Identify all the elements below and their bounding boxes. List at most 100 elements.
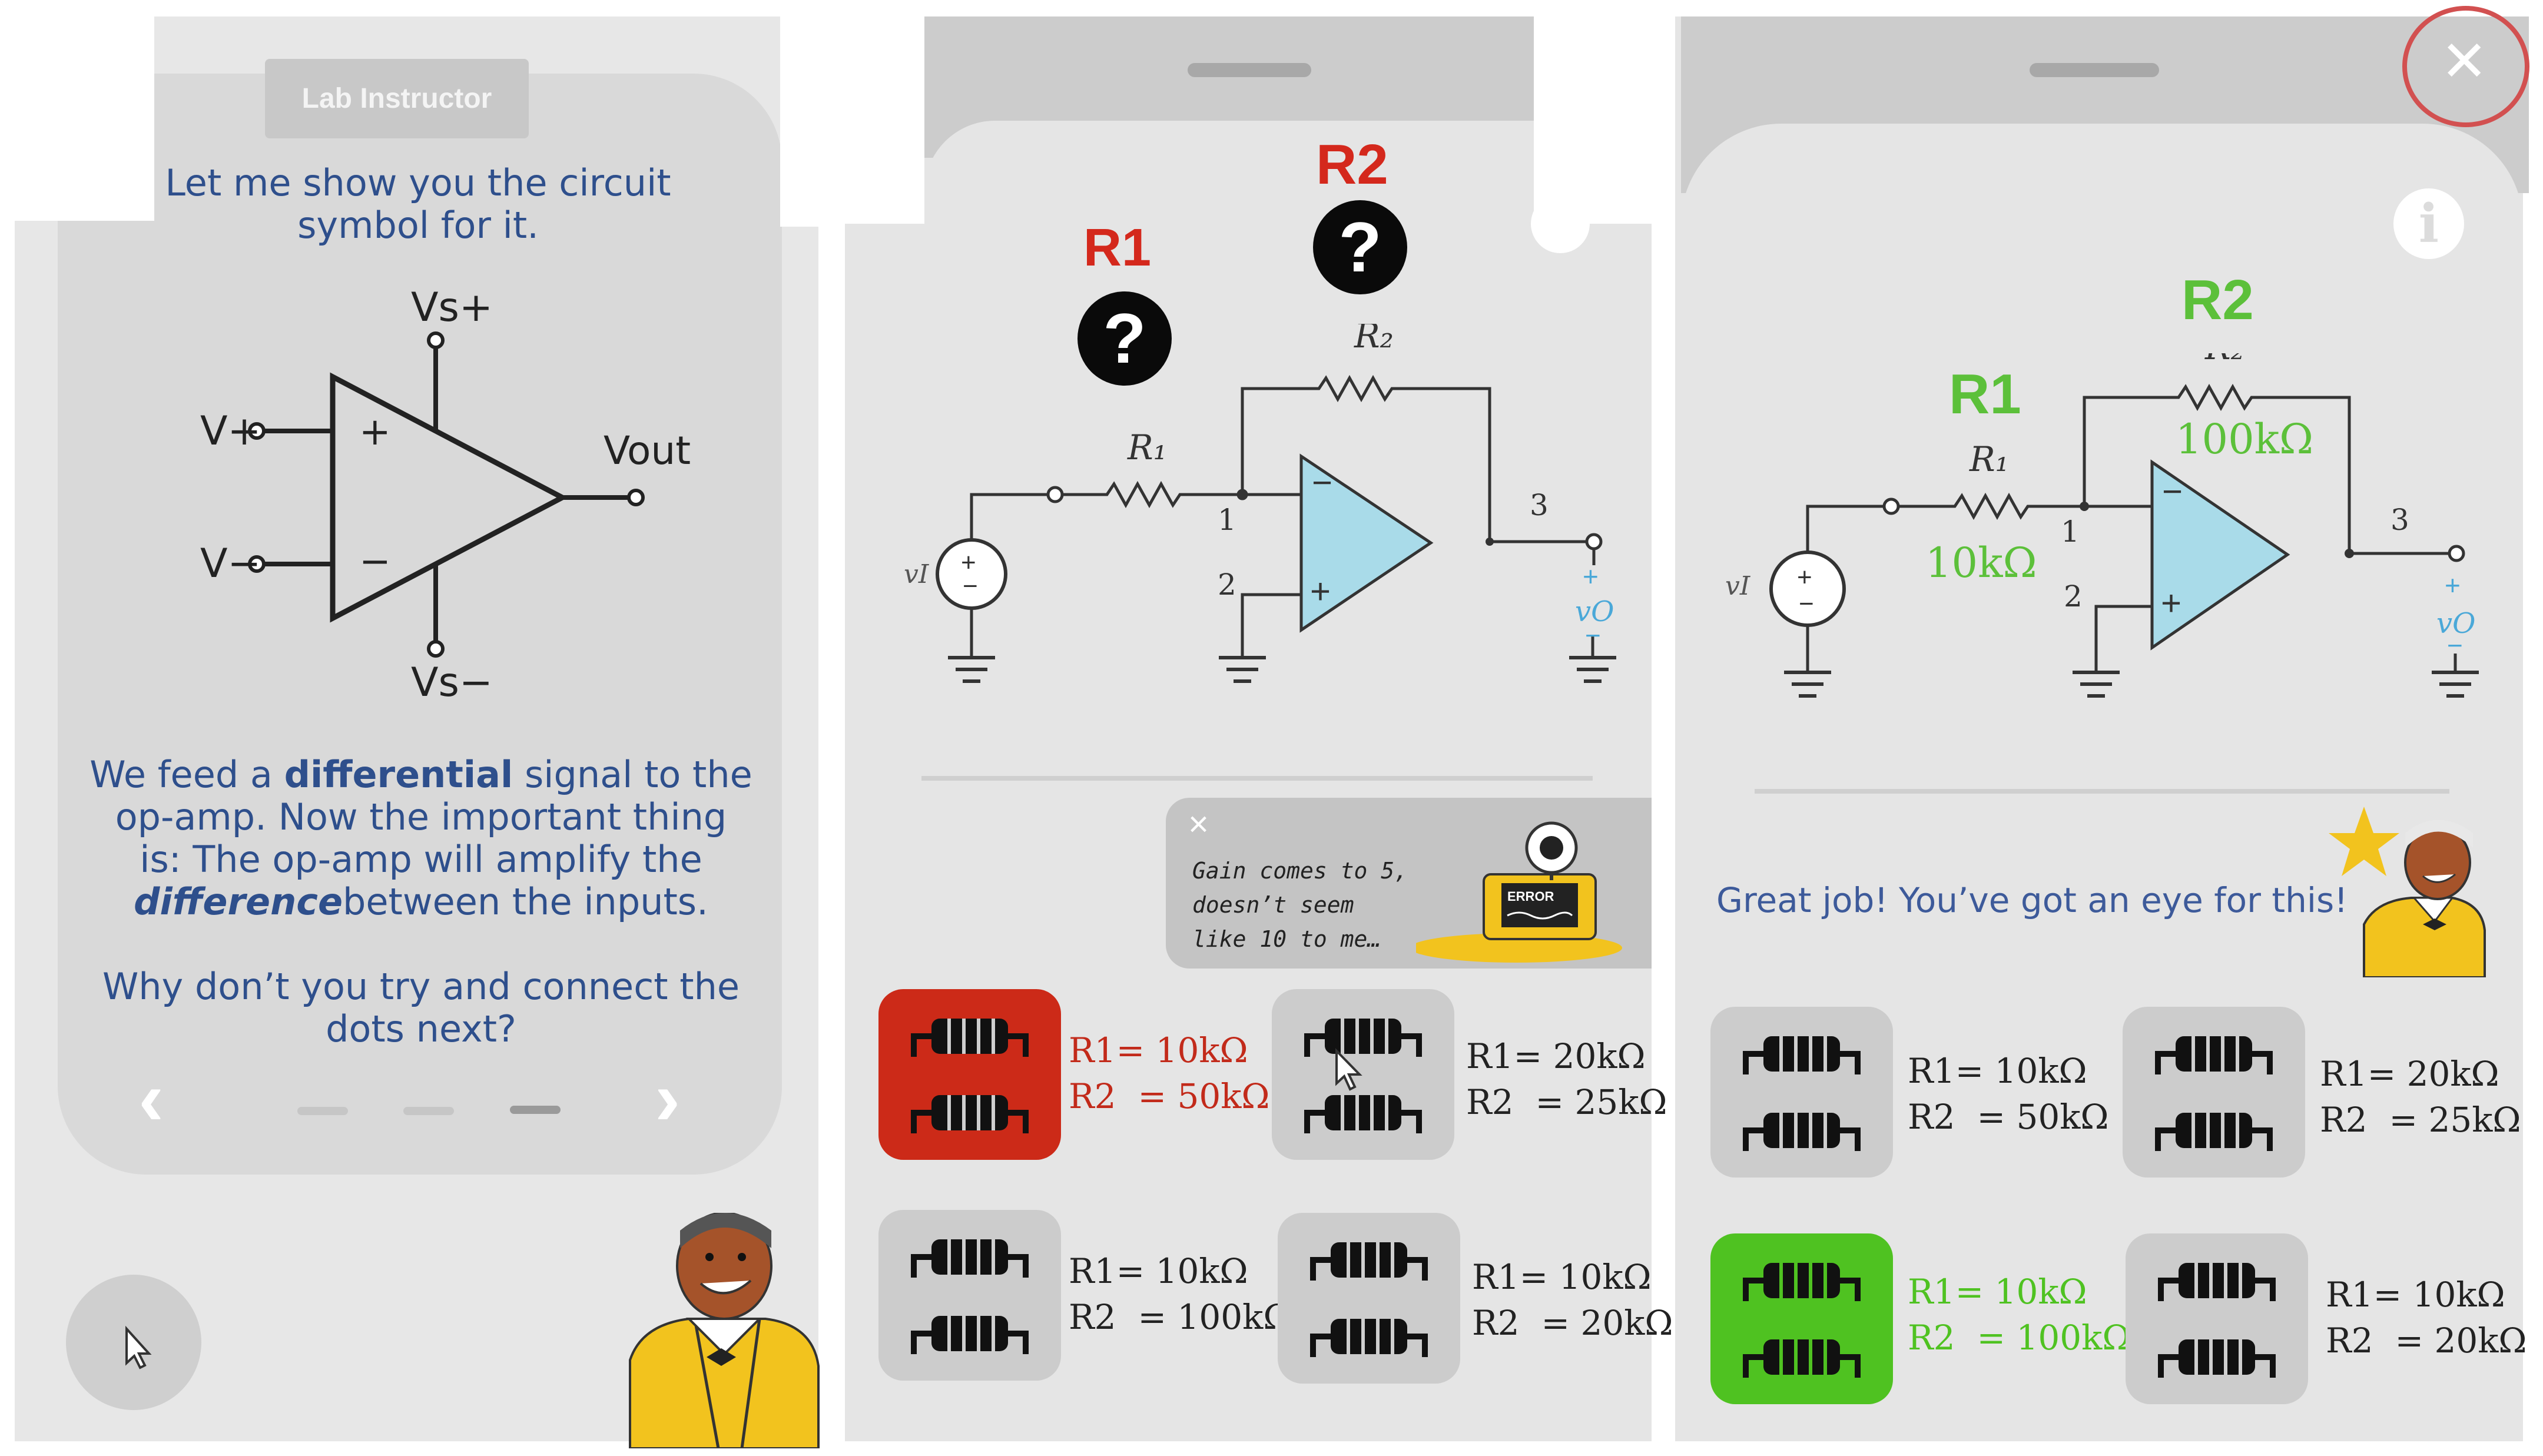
option-label: R1= 10kΩ R2 = 100kΩ xyxy=(1069,1248,1291,1340)
option-r1: R1= 10kΩ xyxy=(2326,1275,2505,1315)
svg-text:−: − xyxy=(1585,620,1601,651)
option-label: R1= 10kΩ R2 = 20kΩ xyxy=(1472,1254,1673,1346)
page-dot[interactable] xyxy=(297,1107,348,1115)
node-1: 1 xyxy=(1218,503,1236,537)
text-line: dots next? xyxy=(326,1007,516,1050)
inverting-amplifier-circuit: − + + − vI R₁ R₂ 1 2 3 + vO − xyxy=(904,324,1616,683)
circuit-card xyxy=(1681,124,2523,418)
toast-line: doesn’t seem xyxy=(1192,892,1354,918)
intro-line: symbol for it. xyxy=(297,204,539,247)
resistor-icon xyxy=(1304,1019,1422,1057)
v-plus-label: V+ xyxy=(200,408,261,455)
white-mask xyxy=(0,0,154,221)
svg-text:−: − xyxy=(2162,472,2183,511)
page-dot[interactable] xyxy=(403,1107,454,1115)
vs-minus-label: Vs− xyxy=(411,659,493,706)
svg-text:−: − xyxy=(2447,630,2463,661)
resistor-icon xyxy=(2158,1263,2276,1301)
minus-sign: − xyxy=(359,540,391,583)
option-label: R1= 10kΩ R2 = 100kΩ xyxy=(1908,1269,2130,1361)
option-r1: R1= 10kΩ xyxy=(1069,1251,1248,1291)
option-button[interactable] xyxy=(1272,989,1454,1160)
instructor-card xyxy=(58,74,782,1175)
lab-instructor-badge: Lab Instructor xyxy=(265,59,529,138)
option-r2: R2 = 100kΩ xyxy=(1069,1297,1292,1337)
error-robot-icon: ERROR xyxy=(1416,821,1622,963)
svg-text:−: − xyxy=(1312,463,1332,502)
instructor-avatar xyxy=(629,1213,820,1448)
resistor-icon xyxy=(2158,1339,2276,1378)
prev-arrow-icon[interactable]: ‹ xyxy=(138,1055,164,1141)
toast-line: like 10 to me… xyxy=(1192,926,1381,952)
option-r2: R2 = 20kΩ xyxy=(2326,1321,2527,1361)
vo-label: vO xyxy=(1575,595,1614,628)
node-2: 2 xyxy=(2064,579,2083,613)
resistor-icon xyxy=(1310,1242,1428,1281)
option-label: R1= 20kΩ R2 = 25kΩ xyxy=(1466,1033,1667,1125)
info-icon[interactable]: i xyxy=(2393,188,2464,259)
info-button[interactable] xyxy=(1531,194,1590,253)
node-3: 3 xyxy=(1530,488,1549,522)
option-r2: R2 = 50kΩ xyxy=(1908,1097,2109,1137)
opamp-triangle xyxy=(330,372,568,623)
drag-handle[interactable] xyxy=(1188,63,1311,77)
resistor-icon xyxy=(1743,1339,1861,1378)
option-button[interactable] xyxy=(1710,1007,1893,1178)
close-icon: ✕ xyxy=(2441,30,2488,93)
floating-action-button[interactable] xyxy=(66,1275,201,1410)
option-r2: R2 = 100kΩ xyxy=(1908,1318,2131,1358)
resistor-icon xyxy=(1310,1319,1428,1357)
option-r2: R2 = 25kΩ xyxy=(1466,1082,1667,1122)
vi-label: vI xyxy=(904,559,930,589)
intro-text: Let me show you the circuit symbol for i… xyxy=(135,162,701,247)
cursor-icon xyxy=(125,1325,152,1369)
r2-unknown-marker[interactable]: ? xyxy=(1313,200,1407,294)
svg-text:−: − xyxy=(1799,589,1814,618)
option-r2: R2 = 20kΩ xyxy=(1472,1303,1673,1343)
resistor-icon xyxy=(911,1095,1029,1133)
option-r2: R2 = 50kΩ xyxy=(1069,1076,1270,1116)
resistor-icon xyxy=(2155,1036,2273,1074)
svg-text:+: + xyxy=(1310,572,1331,611)
r2-symbol-label: R₂ xyxy=(1354,324,1394,356)
option-r2: R2 = 25kΩ xyxy=(2320,1100,2521,1140)
divider xyxy=(1755,789,2449,794)
vs-plus-label: Vs+ xyxy=(411,284,493,331)
option-button[interactable] xyxy=(878,1210,1061,1381)
option-r1: R1= 10kΩ xyxy=(1069,1030,1248,1070)
close-button[interactable] xyxy=(2402,6,2529,127)
resistor-icon xyxy=(911,1316,1029,1354)
option-r1: R1= 10kΩ xyxy=(1908,1272,2087,1312)
option-button-selected[interactable] xyxy=(1710,1233,1893,1404)
option-r1: R1= 20kΩ xyxy=(2320,1054,2499,1094)
svg-text:+: + xyxy=(1797,563,1812,592)
next-arrow-icon[interactable]: › xyxy=(655,1055,681,1141)
option-r1: R1= 10kΩ xyxy=(1472,1257,1652,1297)
resistor-icon xyxy=(1304,1095,1422,1133)
toast-close-button[interactable]: × xyxy=(1188,804,1209,844)
page-dot-active[interactable] xyxy=(510,1106,561,1114)
success-message: Great job! You’ve got an eye for this! xyxy=(1716,880,2348,920)
plus-sign: + xyxy=(359,410,391,454)
vi-label: vI xyxy=(1725,571,1751,601)
resistor-icon xyxy=(911,1239,1029,1278)
instructor-avatar xyxy=(2329,807,2486,977)
option-r1: R1= 20kΩ xyxy=(1466,1036,1646,1076)
option-button[interactable] xyxy=(878,989,1061,1160)
svg-text:+: + xyxy=(2445,570,2461,601)
star-icon xyxy=(2329,807,2399,876)
r1-value: 10kΩ xyxy=(1925,539,2037,587)
option-button[interactable] xyxy=(2126,1233,2308,1404)
intro-line: Let me show you the circuit xyxy=(165,161,671,204)
node-1: 1 xyxy=(2061,515,2080,549)
option-button[interactable] xyxy=(1278,1213,1460,1384)
white-mask xyxy=(836,0,924,224)
toast-message: Gain comes to 5, doesn’t seem like 10 to… xyxy=(1192,854,1440,956)
option-button[interactable] xyxy=(2123,1007,2305,1178)
resistor-icon xyxy=(1743,1263,1861,1301)
r1-unknown-marker[interactable]: ? xyxy=(1077,291,1172,386)
r1-label: R1 xyxy=(1083,218,1152,277)
prompt-text: Why don’t you try and connect the dots n… xyxy=(88,966,754,1050)
drag-handle[interactable] xyxy=(2030,63,2159,77)
svg-text:+: + xyxy=(2161,583,2181,623)
